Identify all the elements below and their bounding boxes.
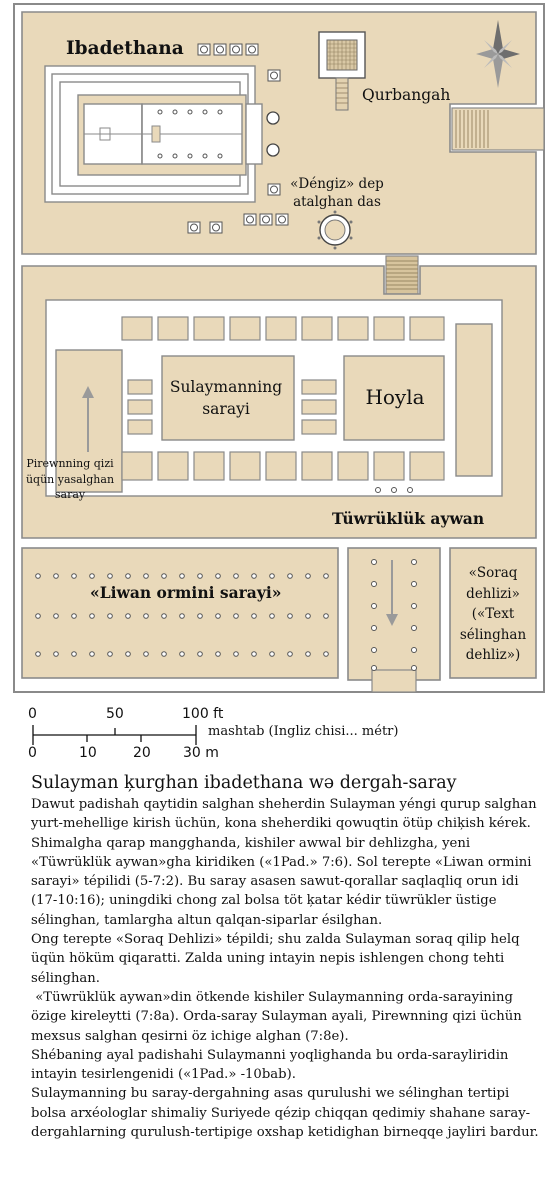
pillars-hall-label: Tüwrüklük aywan [332, 509, 485, 528]
court-label: Hoyla [365, 385, 425, 409]
scale-m-10: 10 [79, 745, 97, 761]
forest-house [21, 547, 339, 679]
altar-label: Qurbangah [362, 86, 451, 104]
scale-caption: mashtab (Ingliz chisi... métr) [208, 724, 399, 739]
scale-m-30: 30 m [183, 745, 219, 761]
forest-house-label: «Liwan ormini sarayi» [90, 583, 282, 602]
pharaoh-daughter-label: Pirewnning qizi üqün yasalghan saray [25, 457, 115, 501]
north-arrow-icon [82, 386, 94, 452]
altar [318, 31, 366, 111]
lavers [187, 43, 289, 234]
article-title: Sulayman ķurghan ibadethana wə dergah-sa… [31, 773, 457, 793]
article: Sulayman ķurghan ibadethana wə dergah-sa… [31, 773, 541, 1142]
east-gate [451, 107, 545, 151]
east-gate-stairs [455, 110, 489, 148]
palace-columns [375, 487, 413, 493]
article-paragraph: Sulaymanning bu saray-dergahning asas qu… [31, 1086, 539, 1141]
sea-label: «Déngiz» dep atalghan das [290, 176, 384, 210]
hall-entrance [371, 669, 417, 693]
entrance-arrow-icon [386, 560, 398, 626]
scale-m-20: 20 [133, 745, 151, 761]
bronze-sea [317, 210, 353, 250]
temple-inner-lines [84, 125, 242, 143]
throne-hall-label: «Soraq dehlizi» («Text sélinghan dehliz»… [459, 565, 527, 663]
scale-ft-50: 50 [106, 706, 124, 722]
temple-label: Ibadethana [66, 38, 184, 59]
hall-of-pillars-columns [371, 559, 417, 671]
forest-house-columns [35, 573, 329, 657]
site-plan [13, 3, 545, 745]
temple-lamps [157, 109, 223, 159]
palace-label: Sulaymanning sarayi [169, 378, 283, 418]
article-paragraph: Shébaning ayal padishahi Sulaymanni yoql… [31, 1047, 509, 1083]
scale-m-0: 0 [28, 745, 37, 761]
scale-ft-100: 100 ft [182, 706, 224, 722]
compass-rose-icon [476, 20, 520, 88]
temple-pillars [266, 111, 280, 157]
scale-bar [32, 725, 197, 745]
court-stairs [385, 255, 419, 295]
throne-hall [449, 547, 537, 679]
scale-ft-0: 0 [28, 706, 37, 722]
article-paragraph: «Tüwrüklük aywan»din ötkende kishiler Su… [31, 989, 526, 1044]
article-paragraph: Dawut padishah qaytidin salghan sheherdi… [31, 797, 537, 928]
palace-rooms [121, 316, 445, 481]
article-paragraph: Ong terepte «Soraq Dehlizi» tépildi; shu… [31, 932, 520, 986]
